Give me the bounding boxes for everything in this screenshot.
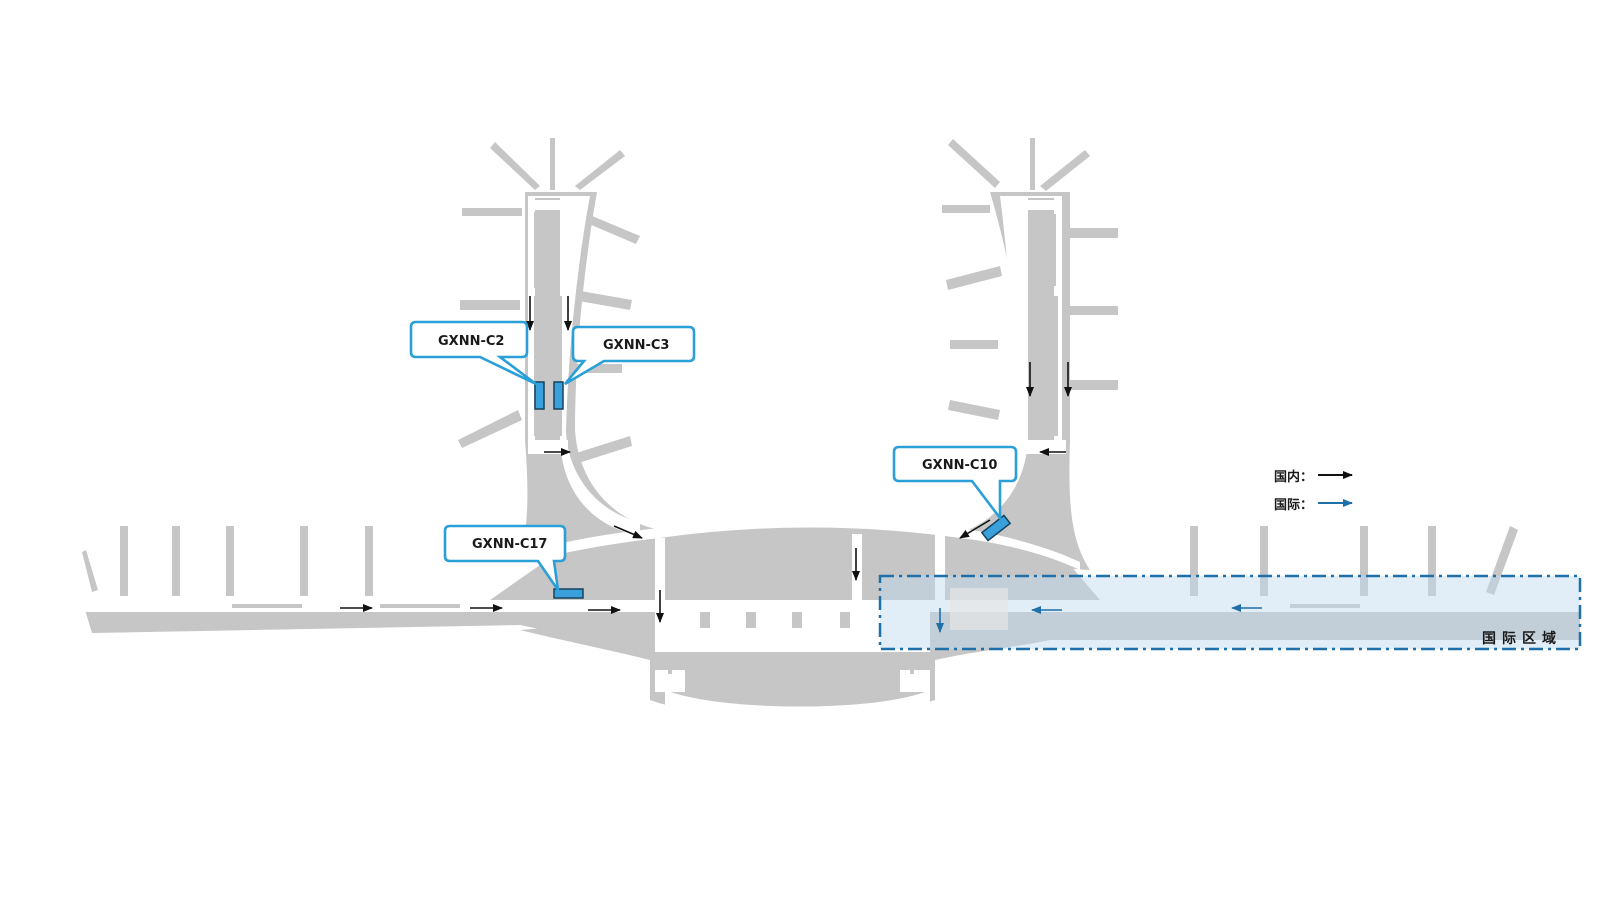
left-pier [520, 192, 660, 560]
left-pier-gate-arms [458, 138, 640, 465]
callout-c2-label: GXNN-C2 [438, 334, 504, 349]
international-zone-label: 国际区域 [1482, 630, 1562, 647]
legend-international-label: 国际： [1274, 498, 1313, 513]
legend: 国内： 国际： [1274, 469, 1353, 513]
international-flow-arrows [936, 604, 1262, 633]
central-hub [490, 517, 1100, 726]
international-zone: 国际区域 [878, 574, 1582, 651]
callout-c3[interactable]: GXNN-C3 [563, 325, 696, 386]
right-pier-gate-arms [942, 138, 1118, 420]
marker-c2 [534, 381, 545, 410]
callout-c10-label: GXNN-C10 [922, 458, 997, 473]
callout-c2[interactable]: GXNN-C2 [409, 320, 537, 386]
marker-c10 [980, 514, 1012, 542]
right-pier [930, 192, 1090, 570]
marker-c17 [553, 588, 584, 599]
callout-c10[interactable]: GXNN-C10 [892, 445, 1018, 522]
concourse-gate-arms [82, 526, 1518, 596]
callout-c17-label: GXNN-C17 [472, 537, 547, 552]
marker-c3 [553, 381, 564, 410]
domestic-flow-arrows [340, 296, 1072, 623]
legend-domestic-label: 国内： [1274, 469, 1313, 485]
callout-c17[interactable]: GXNN-C17 [443, 524, 567, 591]
callout-c3-label: GXNN-C3 [603, 338, 669, 353]
location-markers [534, 381, 1012, 599]
